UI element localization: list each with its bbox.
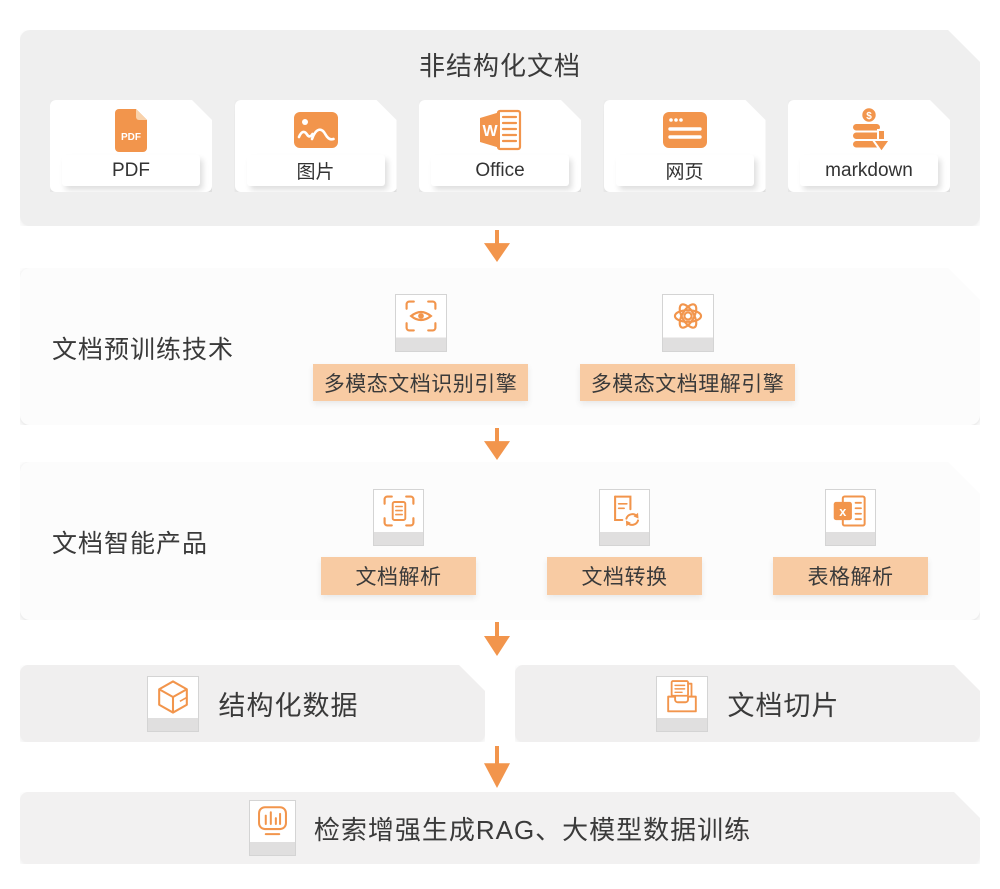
down-arrow-icon (482, 622, 512, 656)
chip-understanding-engine: 多模态文档理解引擎 (580, 364, 795, 401)
file-card-image: 图片 (235, 100, 397, 192)
chip-doc-parsing: 文档解析 (321, 557, 476, 595)
card-label-office: Office (431, 155, 569, 186)
eye-scan-icon (395, 294, 447, 352)
down-arrow-icon (482, 428, 512, 460)
svg-text:W: W (482, 123, 498, 140)
item-recognition-engine: 多模态文档识别引擎 (313, 294, 528, 401)
svg-text:$: $ (866, 111, 872, 122)
chip-doc-convert: 文档转换 (547, 557, 702, 595)
down-arrow-icon (482, 746, 512, 788)
chip-table-parsing: 表格解析 (773, 557, 928, 595)
atom-icon (662, 294, 714, 352)
panel-title-unstructured: 非结构化文档 (418, 51, 581, 81)
word-doc-icon: W (419, 106, 581, 154)
doc-scan-icon (373, 489, 424, 546)
chip-recognition-engine: 多模态文档识别引擎 (313, 364, 528, 401)
box-doc-slices: 文档切片 (515, 665, 980, 742)
box-rag-training: 检索增强生成RAG、大模型数据训练 (20, 792, 980, 864)
section-label-products: 文档智能产品 (52, 530, 209, 558)
image-icon (235, 106, 397, 154)
file-card-pdf: PDF PDF (50, 100, 212, 192)
panel-unstructured-docs: 非结构化文档 PDF PDF (20, 30, 980, 226)
item-doc-convert: 文档转换 (547, 489, 702, 595)
section-label-pretrain: 文档预训练技术 (52, 336, 235, 364)
down-arrow-icon (482, 230, 512, 262)
panel-doc-products: 文档智能产品 (20, 462, 980, 620)
item-doc-parsing: 文档解析 (321, 489, 476, 595)
bar-chart-icon (249, 800, 296, 856)
label-rag-training: 检索增强生成RAG、大模型数据训练 (313, 814, 752, 845)
doc-convert-icon (599, 489, 650, 546)
table-sheet-icon: x (825, 489, 876, 546)
svg-text:x: x (839, 504, 846, 519)
label-structured-data: 结构化数据 (218, 691, 359, 721)
box-structured-data: 结构化数据 (20, 665, 485, 742)
card-label-markdown: markdown (800, 155, 938, 186)
data-export-icon: $ (788, 106, 950, 154)
svg-text:PDF: PDF (121, 132, 141, 143)
panel-pretrain-tech: 文档预训练技术 多模态文档识别引擎 (20, 268, 980, 425)
card-label-webpage: 网页 (616, 155, 754, 186)
label-doc-slices: 文档切片 (727, 691, 840, 721)
file-card-office: W Office (419, 100, 581, 192)
item-table-parsing: x 表格解析 (773, 489, 928, 595)
file-card-webpage: 网页 (604, 100, 766, 192)
item-understanding-engine: 多模态文档理解引擎 (580, 294, 795, 401)
cube-icon (147, 676, 199, 732)
doc-tray-icon (656, 676, 708, 732)
card-label-pdf: PDF (62, 155, 200, 186)
file-card-markdown: $ markdown (788, 100, 950, 192)
file-type-cards-row: PDF PDF 图片 (50, 100, 950, 192)
pdf-file-icon: PDF (50, 106, 212, 154)
webpage-icon (604, 106, 766, 154)
card-label-image: 图片 (247, 155, 385, 186)
